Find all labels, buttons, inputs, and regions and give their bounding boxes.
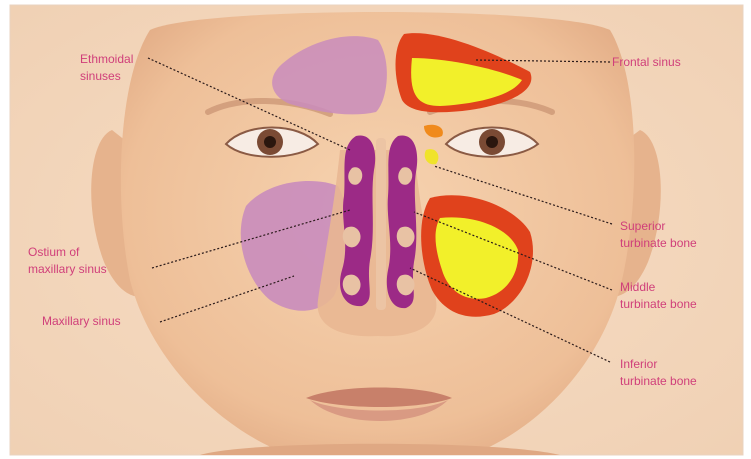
label-inferior-line2: turbinate bone: [620, 373, 697, 390]
label-frontal-line1: Frontal sinus: [612, 54, 681, 71]
label-ostium-line1: Ostium of: [28, 244, 107, 261]
label-inferior-line1: Inferior: [620, 356, 697, 373]
label-inferior-turbinate: Inferior turbinate bone: [620, 356, 697, 390]
label-middle-turbinate: Middle turbinate bone: [620, 279, 697, 313]
label-ethmoidal-line2: sinuses: [80, 68, 133, 85]
label-ostium-line2: maxillary sinus: [28, 261, 107, 278]
nasal-turbinates: [340, 135, 417, 310]
label-maxillary-sinus: Maxillary sinus: [42, 313, 121, 330]
nasal-septum: [376, 138, 386, 310]
label-frontal-sinus: Frontal sinus: [612, 54, 681, 71]
label-middle-line1: Middle: [620, 279, 697, 296]
label-ethmoidal-line1: Ethmoidal: [80, 51, 133, 68]
label-superior-turbinate: Superior turbinate bone: [620, 218, 697, 252]
label-maxillary-line1: Maxillary sinus: [42, 313, 121, 330]
label-middle-line2: turbinate bone: [620, 296, 697, 313]
label-superior-line2: turbinate bone: [620, 235, 697, 252]
label-ostium-maxillary: Ostium of maxillary sinus: [28, 244, 107, 278]
label-superior-line1: Superior: [620, 218, 697, 235]
label-ethmoidal-sinuses: Ethmoidal sinuses: [80, 51, 133, 85]
